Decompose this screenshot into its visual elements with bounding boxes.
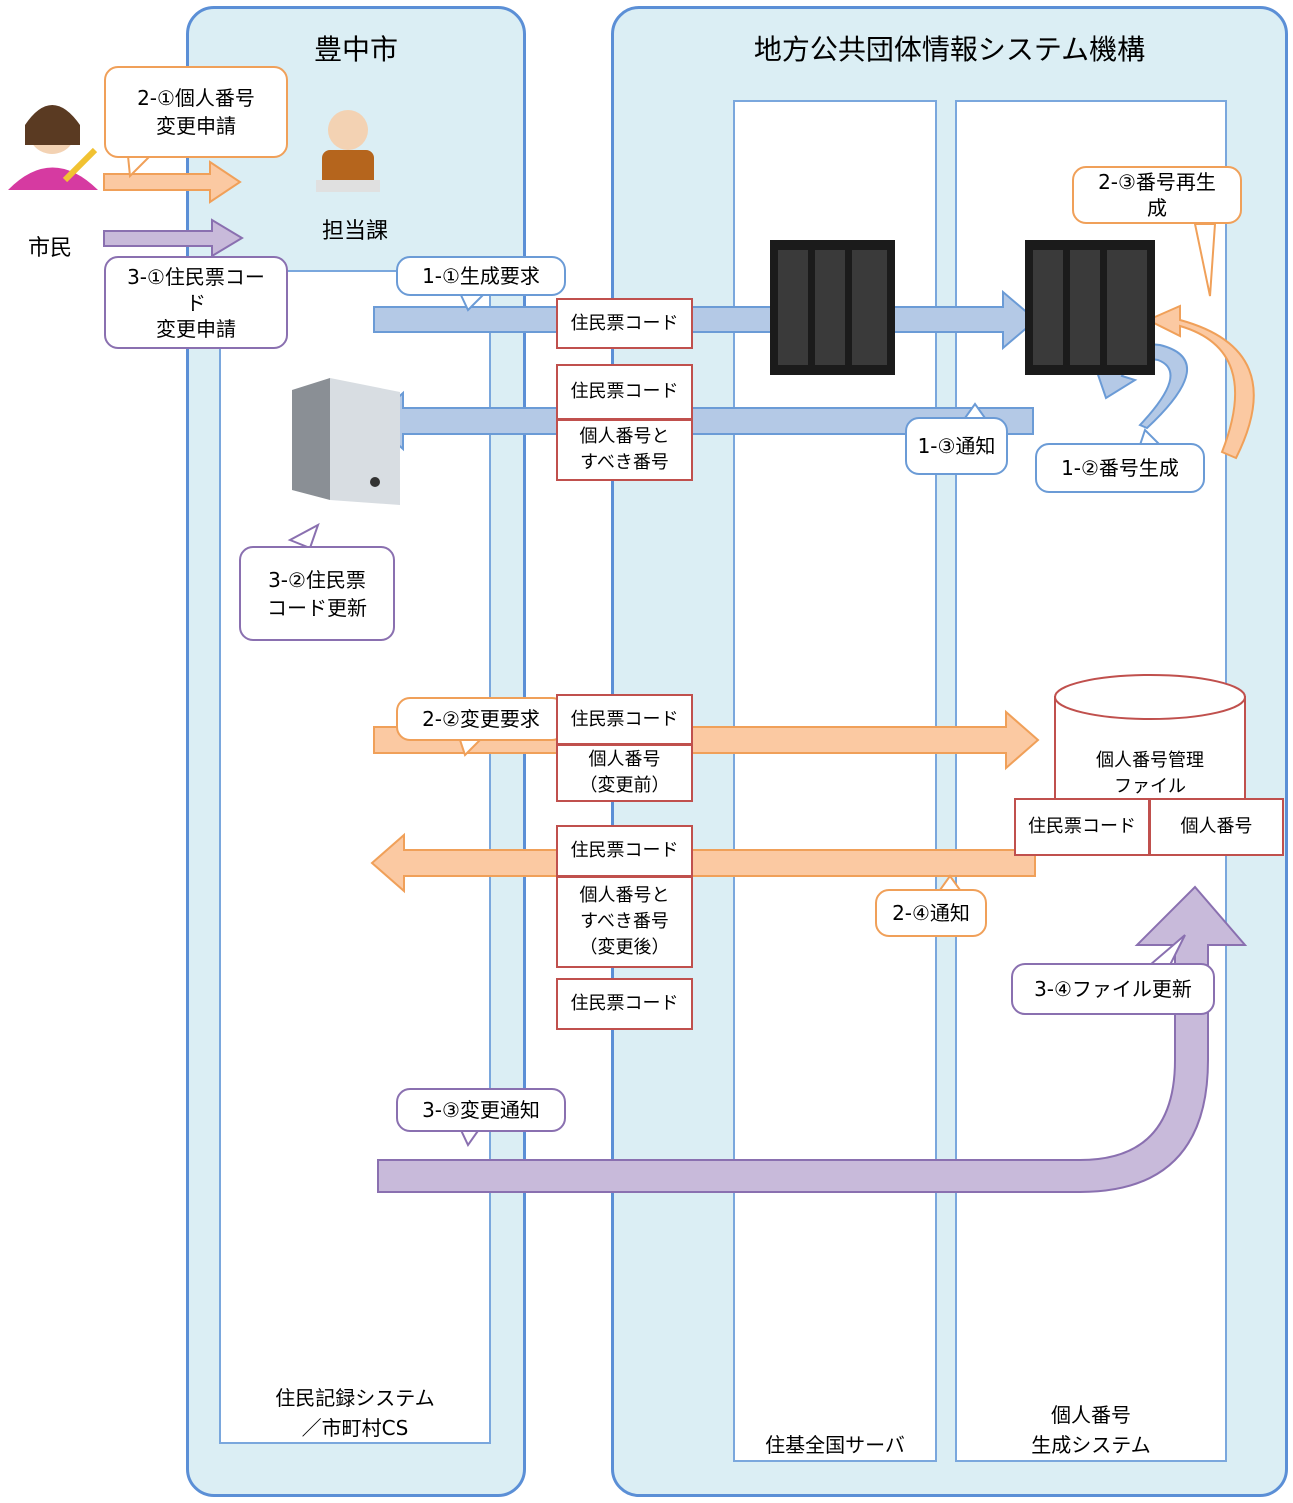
box-resident-code-2: 住民票コード — [556, 364, 693, 420]
server-number-graphic — [1025, 240, 1155, 375]
box-resident-code-4: 住民票コード — [556, 825, 693, 877]
box-number-before: 個人番号（変更前） — [556, 744, 693, 802]
arrow-generation-request — [373, 289, 1038, 351]
callout-1-2-generate: 1-②番号生成 — [1035, 443, 1205, 493]
box-resident-code-3: 住民票コード — [556, 694, 693, 745]
callout-2-4-notify: 2-④通知 — [875, 889, 987, 937]
database-title: 個人番号管理ファイル — [1096, 750, 1204, 797]
callout-3-4-file-update: 3-④ファイル更新 — [1011, 963, 1215, 1015]
citizen-graphic — [8, 105, 98, 190]
database-col-resident-code: 住民票コード — [1014, 798, 1150, 856]
pc-tower-graphic — [292, 378, 400, 505]
city-title: 豊中市 — [313, 33, 398, 66]
arrow-change-request — [373, 709, 1040, 771]
arrow-citizen-orange — [103, 160, 242, 204]
department-label: 担当課 — [321, 219, 388, 244]
box-resident-code-1: 住民票コード — [556, 298, 693, 349]
national-server-label: 住基全国サーバ — [765, 1433, 905, 1457]
box-number-pair-1: 個人番号とすべき番号 — [556, 419, 693, 481]
callout-3-3-change-notice: 3-③変更通知 — [396, 1088, 566, 1132]
department-staff-graphic — [316, 110, 380, 192]
resident-system-label: 住民記録システム ／市町村CS — [275, 1386, 435, 1440]
number-system-label: 個人番号 生成システム — [1031, 1403, 1151, 1457]
callout-2-2-change-request: 2-②変更要求 — [396, 697, 566, 741]
arrow-citizen-purple — [103, 218, 244, 258]
callout-3-2-code-update: 3-②住民票コード更新 — [239, 546, 395, 641]
arrow-regenerate — [1145, 304, 1255, 460]
callout-3-1-code-change-application: 3-①住民票コード変更申請 — [104, 256, 288, 349]
box-number-after: 個人番号とすべき番号（変更後） — [556, 876, 693, 968]
callout-2-3-regenerate: 2-③番号再生成 — [1072, 166, 1242, 224]
server-national-graphic — [770, 240, 895, 375]
callout-2-1-change-application: 2-①個人番号変更申請 — [104, 66, 288, 158]
arrow-notify-2 — [370, 832, 1036, 894]
citizen-label: 市民 — [27, 236, 72, 261]
database-col-personal-number: 個人番号 — [1149, 798, 1284, 856]
arrow-change-notice — [377, 885, 1248, 1193]
callout-1-1-generation-request: 1-①生成要求 — [396, 256, 566, 296]
callout-1-3-notify: 1-③通知 — [905, 417, 1008, 475]
jlis-title: 地方公共団体情報システム機構 — [753, 33, 1146, 66]
box-resident-code-5: 住民票コード — [556, 978, 693, 1030]
